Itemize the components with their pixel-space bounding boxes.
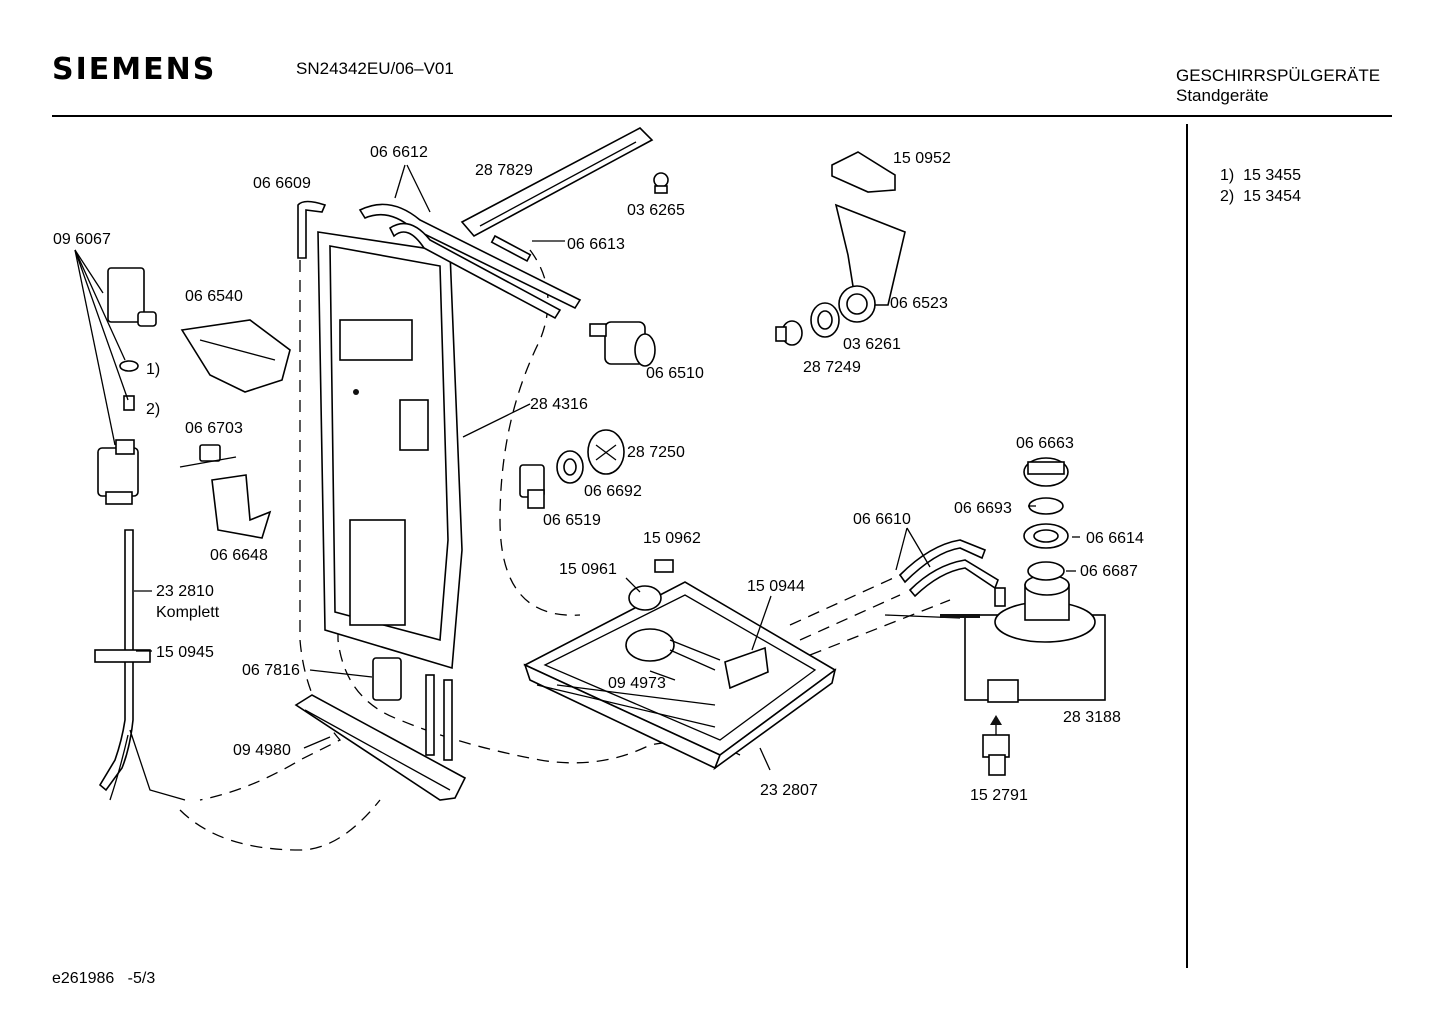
part-label: 28 7829 (475, 162, 533, 179)
screw-part (653, 172, 669, 194)
part-label: 06 6692 (584, 483, 642, 500)
page-number: -5/3 (127, 970, 156, 987)
hose-route-right (789, 574, 951, 656)
part-label: 06 6519 (543, 512, 601, 529)
part-label: 28 7249 (803, 359, 861, 376)
part-label: 23 2807 (760, 782, 818, 799)
valve-assembly-part (97, 439, 139, 505)
part-label: 09 4973 (608, 675, 666, 692)
part-label: 15 0944 (747, 578, 805, 595)
valve-part (589, 321, 656, 367)
part-label: 06 6687 (1080, 563, 1138, 580)
small-clip-part (654, 559, 674, 573)
rail-part (460, 127, 654, 238)
ring-part (556, 450, 584, 484)
part-label: 06 6613 (567, 236, 625, 253)
hose-part (898, 539, 1006, 607)
heater-sensor-part (982, 715, 1010, 776)
part-label: 1) (146, 361, 160, 378)
part-label: 15 2791 (970, 787, 1028, 804)
side-panel-part (317, 231, 463, 670)
note-item: 1) 15 3455 (1220, 167, 1301, 184)
hose-route-left (179, 260, 381, 851)
category-subtitle: Standgeräte (1176, 86, 1269, 105)
doc-id: e261986 (52, 970, 115, 987)
block-part (831, 151, 896, 193)
cap-part (587, 429, 625, 475)
note-item: 2) 15 3454 (1220, 188, 1301, 205)
category-title: GESCHIRRSPÜLGERÄTE (1176, 66, 1381, 85)
part-label: 15 0945 (156, 644, 214, 661)
cable-harness-part (94, 529, 186, 801)
gasket-part (810, 302, 840, 338)
seal-part (119, 360, 139, 372)
hose-part (358, 203, 582, 310)
part-label: 06 6612 (370, 144, 428, 161)
pump-part (884, 574, 1106, 703)
funnel-part (834, 203, 906, 323)
pipe-part (443, 679, 453, 761)
insert-part (123, 395, 135, 411)
float-part (628, 585, 662, 611)
hose-route-door (337, 570, 741, 764)
part-label: 06 6648 (210, 547, 268, 564)
part-label: 06 6609 (253, 175, 311, 192)
notes-list: 1) 15 3455 2) 15 3454 (1220, 165, 1301, 207)
part-label: 03 6265 (627, 202, 685, 219)
sieve-part (625, 628, 721, 671)
hose-part (388, 222, 562, 320)
part-label: 15 0961 (559, 561, 617, 578)
holder-part (211, 474, 272, 539)
part-label: 06 6510 (646, 365, 704, 382)
part-label: 06 6693 (954, 500, 1012, 517)
footer: e261986 -5/3 (52, 970, 155, 988)
part-label: 06 6614 (1086, 530, 1144, 547)
bracket-part (180, 319, 291, 393)
part-label: 28 4316 (530, 396, 588, 413)
clip-part (372, 657, 402, 701)
door-rail-part (294, 694, 467, 801)
part-label: 06 7816 (242, 662, 300, 679)
sensor-part (107, 267, 157, 327)
hose-route-sump (499, 249, 581, 616)
part-label: 09 4980 (233, 742, 291, 759)
part-label: 15 0962 (643, 530, 701, 547)
tub-base-part (523, 581, 837, 771)
leader-lines (74, 164, 1080, 771)
part-label: 15 0952 (893, 150, 951, 167)
part-label: Komplett (156, 604, 220, 621)
knob-part (775, 320, 803, 346)
part-label: 09 6067 (53, 231, 111, 248)
model-number: SN24342EU/06–V01 (296, 59, 454, 78)
pipe-part (425, 674, 435, 756)
part-label: 28 7250 (627, 444, 685, 461)
hose-part (297, 200, 327, 259)
part-label: 06 6523 (890, 295, 948, 312)
plate-part (724, 646, 769, 690)
hose-part (490, 234, 532, 263)
part-label: 2) (146, 401, 160, 418)
part-label: 06 6663 (1016, 435, 1074, 452)
sump-parts (1023, 457, 1069, 581)
part-label: 06 6610 (853, 511, 911, 528)
part-label: 06 6540 (185, 288, 243, 305)
part-label: 28 3188 (1063, 709, 1121, 726)
clamp-part (519, 464, 545, 509)
part-label: 23 2810 (156, 583, 214, 600)
part-label: 03 6261 (843, 336, 901, 353)
part-label: 06 6703 (185, 420, 243, 437)
brand-logo: SIEMENS (52, 52, 217, 87)
switch-part (179, 444, 237, 468)
part-labels: 06 6612 28 7829 06 6609 03 6265 15 0952 … (53, 144, 1144, 804)
